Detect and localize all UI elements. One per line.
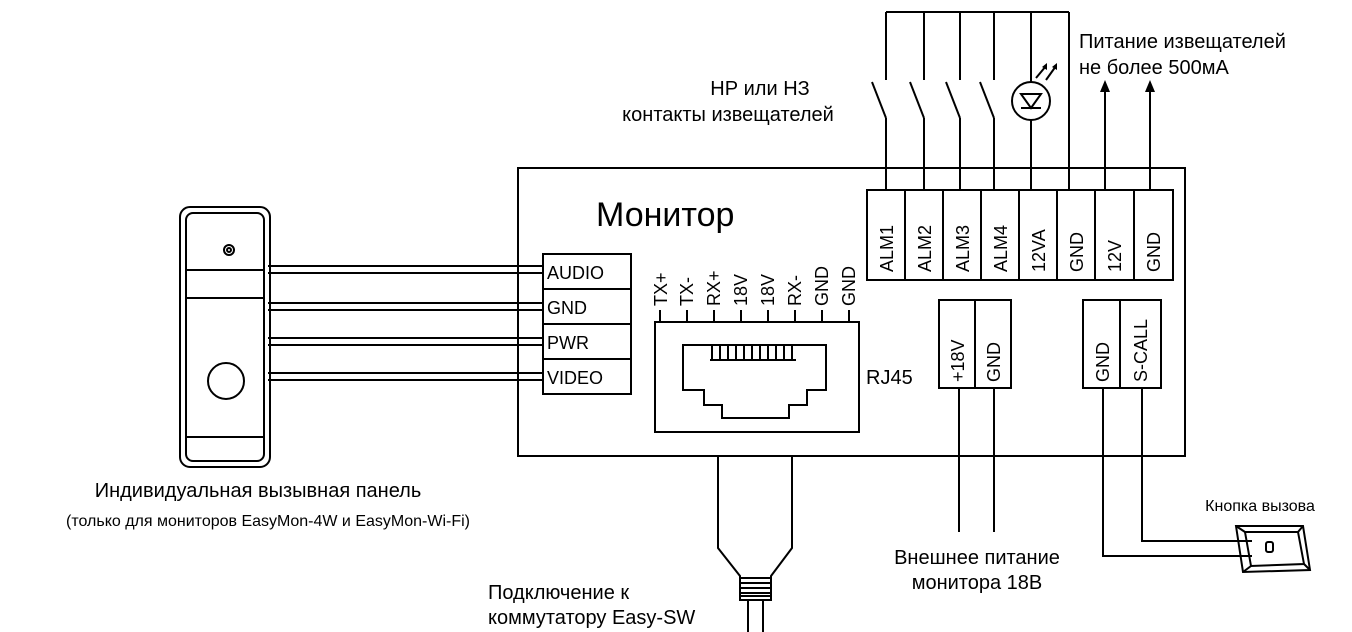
rj45-cable-plug [717, 457, 793, 632]
ext-power-label-line1: Внешнее питание [894, 547, 1060, 569]
terminal-pwr: PWR [547, 333, 589, 353]
terminal-audio: AUDIO [547, 263, 604, 283]
rj45-pin-5: 18V [758, 274, 778, 306]
rj45-connector [654, 310, 860, 433]
monitor-box [517, 167, 1186, 457]
contacts-label-line2: контакты извещателей [622, 104, 834, 126]
rj45-pin-3: RX+ [704, 270, 724, 306]
power-terminal-block [938, 299, 1012, 389]
sensor-power-arrows [1042, 63, 1155, 92]
terminal-gnd-power: GND [984, 342, 1004, 382]
sensor-power-label-line1: Питание извещателей [1079, 31, 1286, 53]
call-button-label: Кнопка вызова [1205, 498, 1315, 515]
ext-power-label-line2: монитора 18В [912, 572, 1043, 594]
rj45-pin-7: GND [812, 266, 832, 306]
terminal-gnd-a: GND [1067, 232, 1087, 272]
terminal-alm3: ALM3 [953, 225, 973, 272]
terminal-12va: 12VA [1029, 229, 1049, 272]
terminal-gnd-b: GND [1144, 232, 1164, 272]
terminal-12v: 12V [1105, 240, 1125, 272]
call-panel-device [179, 206, 271, 468]
terminal-alm1: ALM1 [877, 225, 897, 272]
sensor-power-label-line2: не более 500мА [1079, 57, 1229, 79]
top-terminal-block [866, 189, 1174, 281]
rj45-pin-2: TX- [677, 277, 697, 306]
panel-title: Индивидуальная вызывная панель [95, 480, 422, 502]
terminal-gnd-call: GND [1093, 342, 1113, 382]
terminal-plus18v: +18V [948, 339, 968, 382]
switch-label-line1: Подключение к [488, 582, 629, 604]
panel-note: (только для мониторов EasyMon-4W и EasyM… [66, 513, 470, 530]
contacts-label-line1: НР или НЗ [710, 78, 809, 100]
switch-label-line2: коммутатору Easy-SW [488, 607, 695, 629]
left-terminal-block [542, 253, 632, 395]
call-terminal-block [1082, 299, 1162, 389]
monitor-title: Монитор [596, 196, 734, 234]
terminal-alm2: ALM2 [915, 225, 935, 272]
terminal-video: VIDEO [547, 368, 603, 388]
rj45-pin-4: 18V [731, 274, 751, 306]
top-terminal-labels: ALM1 ALM2 ALM3 ALM4 12VA GND 12V GND [877, 225, 1164, 272]
call-button-icon [1234, 525, 1312, 574]
terminal-alm4: ALM4 [991, 225, 1011, 272]
rj45-label: RJ45 [866, 367, 913, 389]
rj45-pin-8: GND [839, 266, 859, 306]
rj45-pin-1: TX+ [651, 272, 671, 306]
led-indicator-icon [1011, 65, 1057, 121]
terminal-gnd-left: GND [547, 298, 587, 318]
alarm-contacts-wiring [871, 11, 1151, 190]
call-button-wiring [1102, 388, 1252, 557]
ext-power-wiring [958, 388, 995, 532]
panel-wiring [268, 265, 543, 381]
rj45-pin-6: RX- [785, 275, 805, 306]
terminal-s-call: S-CALL [1131, 319, 1151, 382]
